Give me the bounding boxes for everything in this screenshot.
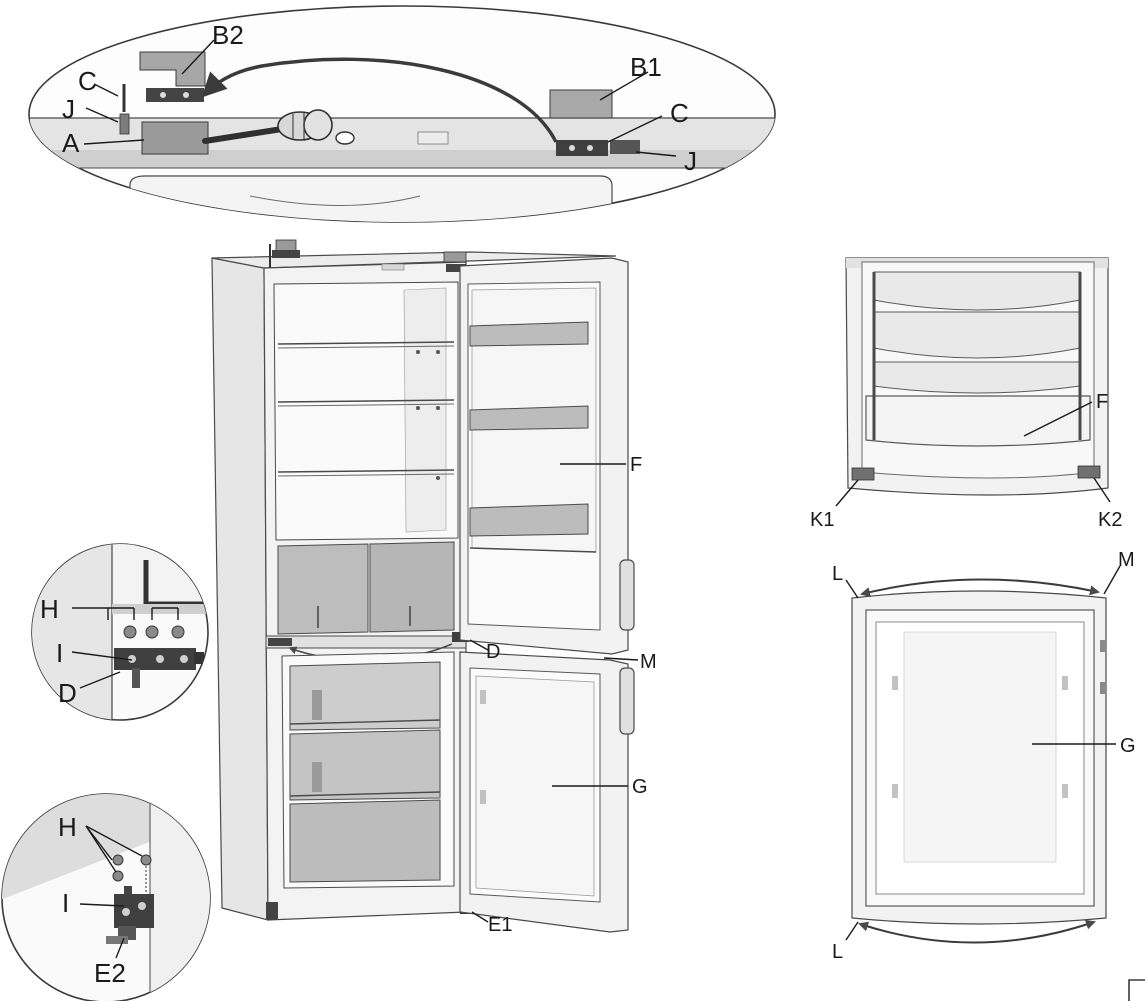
label-c-left: C (78, 66, 97, 96)
label-l-top: L (832, 563, 843, 585)
label-e2: E2 (94, 958, 126, 988)
cover-part-b1 (549, 89, 613, 119)
label-k1: K1 (810, 509, 834, 531)
label-j-left: J (62, 94, 75, 124)
label-j-right: J (684, 146, 697, 176)
label-b1: B1 (630, 52, 662, 82)
label-e1: E1 (488, 914, 512, 936)
cover-part-b2 (139, 51, 206, 87)
label-g-door: G (1120, 735, 1136, 757)
middle-hinge-detail: H I D (31, 543, 209, 721)
label-h-bot: H (58, 812, 77, 842)
label-d-main: D (486, 641, 500, 663)
hinge-part-a (141, 121, 209, 155)
label-c-right: C (670, 98, 689, 128)
label-h-mid: H (40, 594, 59, 624)
curved-arrow-icon (201, 57, 558, 143)
page-corner-mark (1128, 979, 1145, 1001)
label-i-bot: I (62, 888, 69, 918)
label-k2: K2 (1098, 509, 1122, 531)
freezer-door-open (459, 651, 635, 933)
bottom-hinge-detail: H I E2 (1, 793, 211, 1001)
label-g-main: G (632, 776, 648, 798)
label-d-mid: D (58, 678, 77, 708)
label-m-main: M (640, 651, 657, 673)
fridge-shelves (277, 341, 455, 477)
freezer-door-inside-view: L M G L (832, 549, 1136, 963)
label-m-door: M (1118, 549, 1135, 571)
label-i-mid: I (56, 638, 63, 668)
screwdriver-icon (202, 109, 333, 144)
label-l-bottom: L (832, 941, 843, 963)
fridge-door-inside-view: F K1 K2 (810, 257, 1122, 531)
top-hinge-detail: B2 C J A B1 C J (28, 5, 776, 223)
refrigerator-main-unit: F D M G E1 (211, 239, 657, 936)
fridge-door-open (459, 257, 635, 655)
label-f-main: F (630, 454, 642, 476)
freezer-drawers (289, 661, 441, 883)
label-a: A (62, 128, 80, 158)
label-f-door: F (1096, 391, 1108, 413)
crisper-drawers (277, 541, 455, 635)
label-b2: B2 (212, 20, 244, 50)
